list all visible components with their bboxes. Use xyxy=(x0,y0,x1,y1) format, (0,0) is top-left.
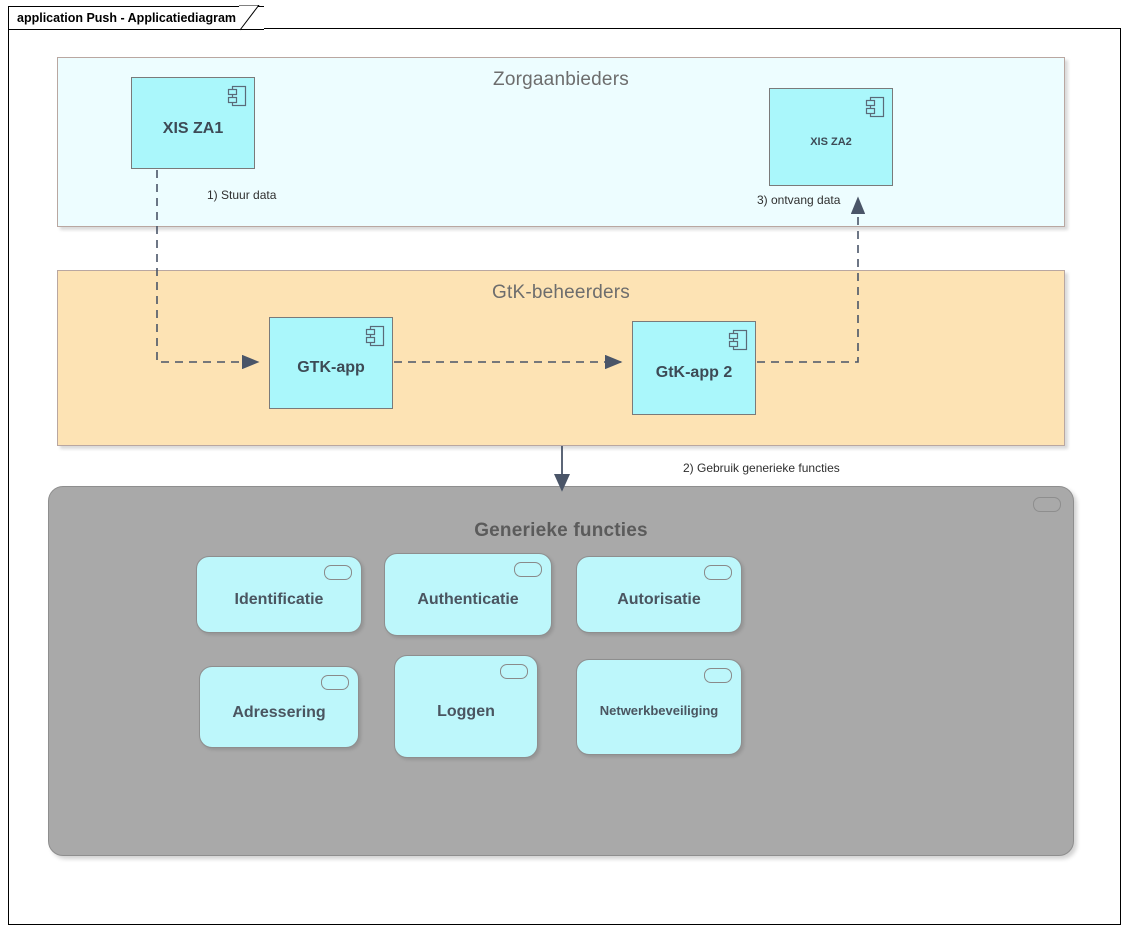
component-gtk-app-label: GTK-app xyxy=(297,358,365,376)
connector-gebruik-generieke-functies-label: 2) Gebruik generieke functies xyxy=(683,461,840,475)
service-authenticatie[interactable]: Authenticatie xyxy=(384,553,552,636)
service-autorisatie[interactable]: Autorisatie xyxy=(576,556,742,633)
rounded-pill-icon xyxy=(514,562,542,577)
component-gtk-app-2-label: GtK-app 2 xyxy=(655,363,733,381)
component-xis-za1-label: XIS ZA1 xyxy=(162,119,224,137)
service-autorisatie-label: Autorisatie xyxy=(617,591,701,609)
service-loggen[interactable]: Loggen xyxy=(394,655,538,758)
rounded-pill-icon xyxy=(704,565,732,580)
service-authenticatie-label: Authenticatie xyxy=(417,591,519,609)
uml-component-icon xyxy=(728,329,748,351)
service-adressering[interactable]: Adressering xyxy=(199,666,359,748)
group-generieke-functies-title: Generieke functies xyxy=(474,520,648,541)
group-gtk-beheerders-title: GtK-beheerders xyxy=(492,282,630,303)
service-identificatie[interactable]: Identificatie xyxy=(196,556,362,633)
uml-component-icon xyxy=(365,325,385,347)
component-gtk-app-2[interactable]: GtK-app 2 xyxy=(632,321,756,415)
component-xis-za2-label: XIS ZA2 xyxy=(810,135,852,148)
service-netwerkbeveiliging[interactable]: Netwerkbeveiliging xyxy=(576,659,742,755)
connector-ontvang-data-label: 3) ontvang data xyxy=(757,193,841,207)
rounded-pill-icon xyxy=(704,668,732,683)
rounded-pill-icon xyxy=(324,565,352,580)
uml-component-icon xyxy=(865,96,885,118)
diagram-title-tab[interactable]: application Push - Applicatiediagram xyxy=(8,6,265,30)
service-netwerkbeveiliging-label: Netwerkbeveiliging xyxy=(599,702,719,718)
rounded-pill-icon xyxy=(1033,497,1061,512)
uml-component-icon xyxy=(227,85,247,107)
service-adressering-label: Adressering xyxy=(232,703,326,721)
service-identificatie-label: Identificatie xyxy=(234,591,324,609)
rounded-pill-icon xyxy=(500,664,528,679)
connector-stuur-data-label: 1) Stuur data xyxy=(207,188,277,202)
component-xis-za2[interactable]: XIS ZA2 xyxy=(769,88,893,186)
group-zorgaanbieders-title: Zorgaanbieders xyxy=(493,69,629,90)
title-tab-slant-icon xyxy=(239,5,260,31)
component-gtk-app[interactable]: GTK-app xyxy=(269,317,393,409)
service-loggen-label: Loggen xyxy=(437,703,495,721)
diagram-title-text: application Push - Applicatiediagram xyxy=(17,11,237,25)
rounded-pill-icon xyxy=(321,675,349,690)
component-xis-za1[interactable]: XIS ZA1 xyxy=(131,77,255,169)
group-gtk-beheerders[interactable]: GtK-beheerders xyxy=(57,270,1065,446)
